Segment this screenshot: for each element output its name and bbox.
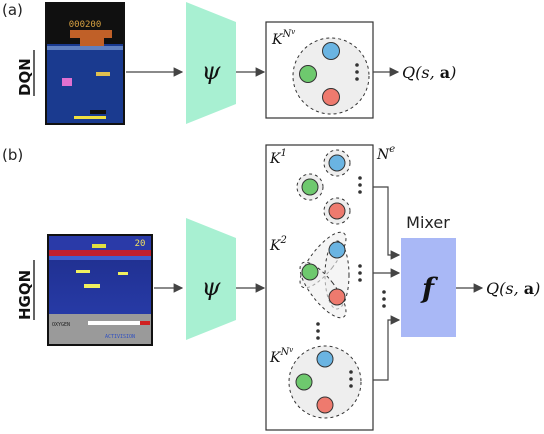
node-green-k2 — [301, 263, 319, 281]
mixer-input-connectors — [373, 186, 401, 381]
ellipsis-dots-knv — [349, 370, 353, 388]
node-red-knv — [316, 396, 334, 414]
k-nv-label-a: KNv — [271, 28, 295, 48]
encoder-trapezoid-a — [186, 2, 236, 124]
atari-frame-b: 20 OXYGEN ACTIVISION — [47, 234, 153, 346]
q-output-b: Q(s, a) — [486, 279, 540, 298]
k-nv-label-b: KNv — [269, 346, 293, 366]
node-blue-k2 — [328, 241, 346, 259]
ellipsis-dots-k2 — [358, 264, 362, 282]
ellipsis-dots-a — [355, 63, 359, 81]
atari-b-oxygen-label: OXYGEN — [52, 322, 70, 328]
atari-frame-a: 000200 — [45, 2, 125, 125]
q-output-a: Q(s, a) — [402, 63, 456, 82]
k1-label: K1 — [269, 148, 287, 167]
atari-b-brand: ACTIVISION — [105, 334, 135, 340]
node-red-k2 — [328, 288, 346, 306]
node-blue-a — [322, 42, 340, 60]
encoder-psi-b: ψ — [202, 273, 222, 301]
panel-a-tag: (a) — [2, 1, 23, 19]
node-blue-knv — [316, 350, 334, 368]
node-red-k1 — [328, 202, 346, 220]
k2-label: K2 — [269, 235, 287, 254]
dqn-method-label: DQN — [16, 58, 34, 96]
ellipsis-dots-levels — [316, 322, 320, 340]
hyperedge-b-full — [288, 345, 362, 419]
mixer-title: Mixer — [406, 213, 450, 232]
k1-singleton-hyperedges — [296, 149, 351, 225]
node-green-a — [299, 65, 317, 83]
node-red-a — [322, 88, 340, 106]
node-blue-k1 — [328, 154, 346, 172]
ellipsis-dots-k1 — [358, 176, 362, 194]
panel-b-tag: (b) — [2, 146, 23, 164]
encoder-trapezoid-b — [186, 218, 236, 340]
ne-label: Ne — [376, 144, 395, 163]
mixer-block — [401, 238, 456, 337]
node-green-knv — [295, 373, 313, 391]
atari-a-score: 000200 — [69, 20, 102, 30]
hgqn-method-label: HGQN — [16, 270, 34, 320]
encoder-psi-a: ψ — [202, 57, 222, 85]
node-green-k1 — [301, 178, 319, 196]
ellipsis-dots-mixer-inputs — [382, 290, 386, 308]
hyperedge-a — [292, 37, 370, 115]
atari-b-score: 20 — [135, 239, 146, 249]
